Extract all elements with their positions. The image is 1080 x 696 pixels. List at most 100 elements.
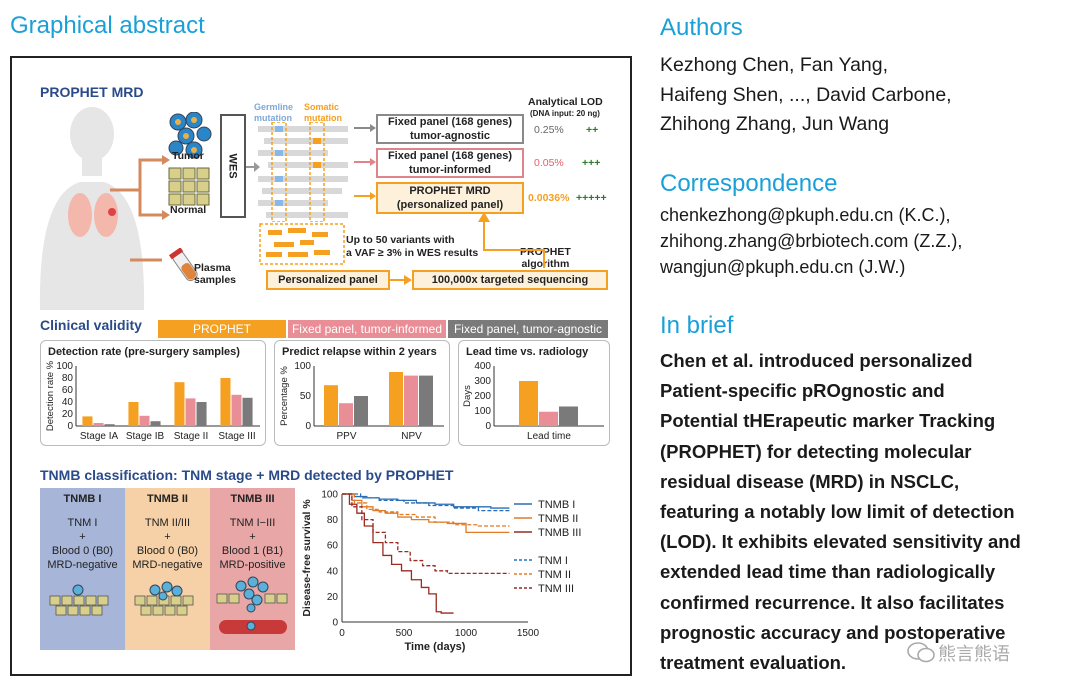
blood-tube-icon xyxy=(168,248,198,282)
survival-curve xyxy=(342,493,510,509)
bar xyxy=(196,402,207,426)
y-tick-label: 0 xyxy=(332,618,338,629)
lod-title: Analytical LOD xyxy=(528,96,603,108)
y-tick-label: 40 xyxy=(62,397,74,408)
tnmb-col-2-line4: MRD-negative xyxy=(132,559,203,571)
legend-label: TNMB I xyxy=(538,499,575,511)
in-brief-text: Chen et al. introduced personalized Pati… xyxy=(660,346,1021,678)
lod-prophet-plus: +++++ xyxy=(576,192,607,204)
in-brief-line: featuring a notably low limit of detecti… xyxy=(660,501,1015,523)
x-tick-label: 500 xyxy=(396,628,413,639)
x-tick-label: 1000 xyxy=(455,628,478,639)
normal-cells-icon xyxy=(168,167,210,206)
in-brief-line: (LOD). It exhibits elevated sensitivity … xyxy=(660,531,1021,553)
tissue-icon xyxy=(134,581,193,616)
email-link[interactable]: wangjun@pkuph.edu.cn (J.W.) xyxy=(660,257,906,277)
x-tick-label: Stage III xyxy=(218,431,255,442)
tnmb-col-2-line1: TNM II/III xyxy=(144,517,191,529)
bar xyxy=(339,403,353,426)
normal-label: Normal xyxy=(170,204,207,216)
bar xyxy=(419,375,433,426)
bar xyxy=(128,402,139,426)
y-tick-label: 20 xyxy=(62,409,74,420)
clinical-validity-title: Clinical validity xyxy=(40,317,142,333)
chat-bubble-icon xyxy=(907,642,935,663)
wes-label: WES xyxy=(227,153,239,179)
chart-title: Lead time vs. radiology xyxy=(466,346,589,358)
survival-curve xyxy=(342,493,510,534)
chart-title: Predict relapse within 2 years xyxy=(282,346,437,358)
x-tick-label: PPV xyxy=(336,431,356,442)
tnmb-col-1-line4: MRD-negative xyxy=(47,559,118,571)
lod-agnostic-value: 0.25% xyxy=(534,124,564,136)
author-line: Haifeng Shen, ..., David Carbone, xyxy=(660,83,952,106)
tnmb-col-3: TNMB III TNM I−III + Blood 1 (B1) MRD-po… xyxy=(210,488,295,650)
in-brief-line: Potential tHErapeutic marker Tracking xyxy=(660,410,996,432)
panel-agnostic-box: Fixed panel (168 genes) tumor-agnostic xyxy=(376,114,524,144)
x-tick-label: Lead time xyxy=(527,431,571,442)
y-tick-label: 400 xyxy=(474,361,491,372)
bar xyxy=(104,424,115,426)
y-tick-label: 0 xyxy=(67,421,73,432)
graphical-abstract-heading: Graphical abstract xyxy=(10,12,205,39)
lod-informed-value: 0.05% xyxy=(534,157,564,169)
tnmb-col-2: TNMB II TNM II/III + Blood 0 (B0) MRD-ne… xyxy=(125,488,210,650)
algorithm-arrow xyxy=(478,212,545,268)
y-tick-label: 80 xyxy=(62,373,74,384)
y-tick-label: 60 xyxy=(327,541,339,552)
somatic-label: Somatic mutation xyxy=(304,102,342,123)
plasma-label: Plasma samples xyxy=(194,262,237,286)
email-link[interactable]: zhihong.zhang@brbiotech.com (Z.Z.), xyxy=(660,231,963,251)
y-axis-label: Days xyxy=(462,385,473,407)
bar xyxy=(174,382,185,426)
legend-label: TNMB II xyxy=(538,513,578,525)
variants-cluster xyxy=(259,223,345,265)
in-brief-line: confirmed recurrence. It also facilitate… xyxy=(660,591,1005,613)
y-tick-label: 100 xyxy=(321,490,338,501)
bar xyxy=(185,398,196,426)
lod-subtitle: (DNA input: 20 ng) xyxy=(530,109,600,118)
tnmb-title: TNMB classification: TNM stage + MRD det… xyxy=(40,467,454,483)
legend-label: TNM I xyxy=(538,555,568,567)
x-tick-label: NPV xyxy=(401,431,422,442)
graphical-abstract-frame xyxy=(10,56,632,676)
tnmb-col-3-line4: MRD-positive xyxy=(219,559,286,571)
tnmb-col-1-name: TNMB I xyxy=(63,493,102,505)
bar xyxy=(324,385,338,426)
detection-rate-chart: Detection rate (pre-surgery samples)0204… xyxy=(45,346,260,442)
y-tick-label: 0 xyxy=(485,421,491,432)
tumor-label: Tumor xyxy=(172,150,204,162)
bar xyxy=(242,397,253,426)
email-link[interactable]: chenkezhong@pkuph.edu.cn (K.C.), xyxy=(660,205,951,225)
y-axis-label: Disease-free survival % xyxy=(301,499,313,617)
y-tick-label: 300 xyxy=(474,376,491,387)
in-brief-line: residual disease (MRD) in NSCLC, xyxy=(660,470,960,492)
in-brief-line: treatment evaluation. xyxy=(660,652,847,674)
bar xyxy=(519,381,538,426)
survival-curve xyxy=(342,493,510,575)
y-tick-label: 100 xyxy=(474,406,491,417)
y-tick-label: 60 xyxy=(62,385,74,396)
panel-arrows xyxy=(354,124,376,200)
panel-informed-label: Fixed panel (168 genes) tumor-informed xyxy=(387,150,513,176)
tnmb-col-2-line2: + xyxy=(164,531,171,543)
header-tumor-agnostic: Fixed panel, tumor-agnostic xyxy=(448,320,608,338)
tnmb-col-1: TNMB I TNM I + Blood 0 (B0) MRD-negative xyxy=(40,488,125,650)
x-tick-label: Stage IB xyxy=(126,431,165,442)
y-tick-label: 40 xyxy=(327,566,339,577)
lod-informed-plus: +++ xyxy=(582,157,601,169)
x-tick-label: 1500 xyxy=(517,628,540,639)
y-axis-label: Detection rate % xyxy=(45,360,56,431)
bar xyxy=(82,416,93,426)
lead-time-chart: Lead time vs. radiology0100200300400Days… xyxy=(462,346,604,442)
y-tick-label: 50 xyxy=(300,391,312,402)
y-tick-label: 100 xyxy=(294,361,311,372)
panel-prophet-box: PROPHET MRD (personalized panel) xyxy=(376,182,524,214)
bar xyxy=(559,406,578,426)
wes-arrow xyxy=(246,162,260,172)
tumor-invasion-icon xyxy=(216,576,287,634)
tnmb-col-1-line2: + xyxy=(79,531,86,543)
survival-curve xyxy=(342,493,510,512)
y-tick-label: 20 xyxy=(327,592,339,603)
